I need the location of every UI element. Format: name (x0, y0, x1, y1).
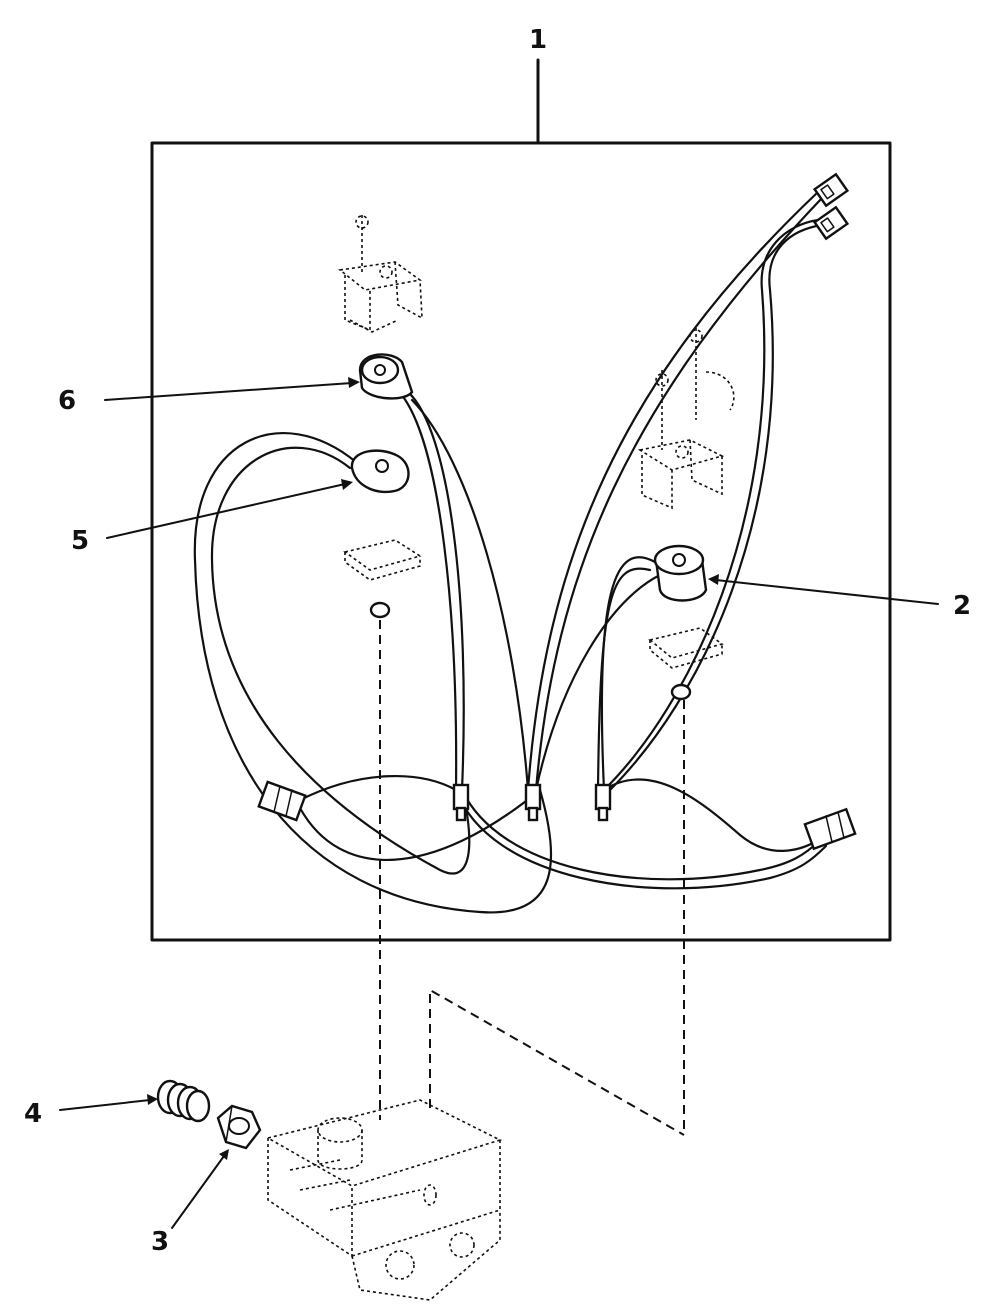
valve-body (265, 1099, 503, 1301)
callout-3-label: 3 (151, 1227, 169, 1257)
callout-1-label: 1 (529, 25, 547, 55)
sensor-2-cylinder (653, 544, 708, 602)
callout-5-arrowhead (341, 479, 353, 490)
callout-4-label: 4 (24, 1099, 42, 1129)
spring-item-4 (156, 1079, 211, 1123)
kit-panel-outline (150, 141, 892, 942)
connector-right-plug (803, 807, 857, 851)
callout-2-leader (715, 579, 939, 605)
callout-6-leader (104, 382, 353, 401)
washer-left (369, 601, 391, 619)
connector-top-right-1 (812, 172, 850, 208)
callout-3-leader (171, 1155, 225, 1229)
insulator-pad-left (343, 539, 422, 581)
insulator-pad-right (648, 627, 724, 669)
callout-6-arrowhead (348, 377, 360, 388)
callout-6-label: 6 (58, 386, 76, 416)
connector-top-right-2 (812, 205, 850, 241)
callout-2-arrowhead (708, 574, 719, 585)
callout-4-arrowhead (147, 1094, 158, 1105)
mounting-hardware-upper-right (637, 328, 735, 510)
nut-item-3 (216, 1104, 262, 1150)
terminal-pin-left (452, 783, 470, 822)
mounting-hardware-upper-left (338, 215, 423, 333)
callout-5-label: 5 (71, 526, 89, 556)
callout-3-arrowhead (219, 1149, 229, 1160)
callout-2-label: 2 (953, 591, 971, 621)
terminal-pin-right (594, 783, 612, 822)
connector-left-plug (257, 780, 307, 822)
assembly-alignment-lines (379, 620, 685, 1136)
callout-5-leader (106, 483, 346, 539)
sensor-6-ring-terminal (358, 353, 414, 400)
washer-right (670, 683, 692, 701)
callout-4-leader (59, 1099, 151, 1111)
sensor-5-ring-terminal (350, 449, 410, 494)
terminal-pin-center (524, 783, 542, 822)
